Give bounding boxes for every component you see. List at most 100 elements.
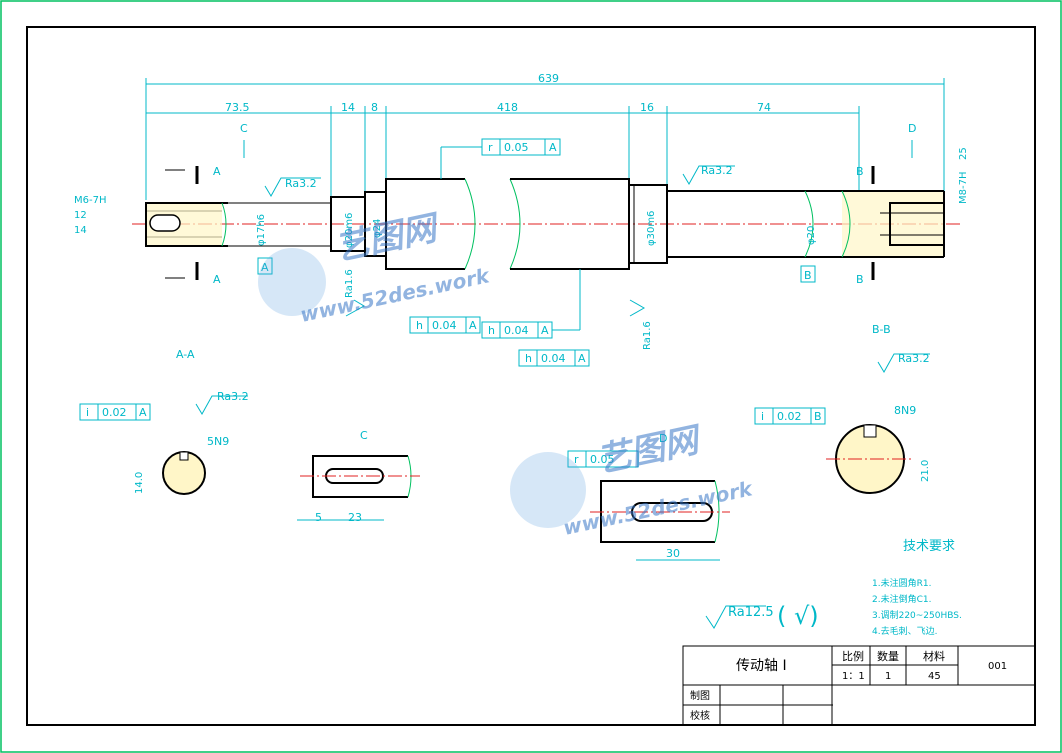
watermark-url-2: www.52des.work	[561, 476, 756, 540]
aa-tol-sym: i	[86, 406, 89, 419]
aa-tol-ref: A	[139, 406, 147, 419]
tb-header-material: 材料	[923, 649, 945, 663]
tech-item-2: 2.未注倒角C1.	[872, 593, 931, 605]
tech-item-3: 3.调制220~250HBS.	[872, 609, 962, 621]
thread-right-depth: 25	[958, 147, 969, 160]
tb-checked: 校核	[690, 709, 710, 722]
bb-tol-ref: B	[814, 410, 822, 423]
aa-tol-val: 0.02	[102, 406, 127, 419]
section-b-bottom: B	[856, 273, 864, 286]
thread-left-depth1: 12	[74, 210, 87, 221]
d-len: 30	[666, 547, 680, 560]
general-roughness: Ra12.5 ( √)	[705, 602, 819, 630]
rough-r1: Ra3.2	[285, 177, 317, 190]
rough-r3: Ra1.6	[344, 269, 355, 298]
dia-20-right: φ20	[806, 226, 817, 245]
datum-b: B	[804, 269, 812, 282]
dim-seg1: 73.5	[225, 101, 250, 114]
section-c-marker: C	[240, 122, 248, 135]
datum-a: A	[261, 261, 269, 274]
dia-24: φ24	[372, 219, 383, 238]
dim-seg6: 74	[757, 101, 771, 114]
bb-tol-val: 0.02	[777, 410, 802, 423]
drawing-frame	[26, 26, 1036, 726]
tb-qty: 1	[885, 671, 891, 682]
rough-r5: Ra3.2	[701, 164, 733, 177]
d-tol-sym: r	[574, 453, 579, 466]
section-a-bottom: A	[213, 273, 221, 286]
tech-item-1: 1.未注圆角R1.	[872, 577, 931, 589]
section-d-marker: D	[908, 122, 916, 135]
dia-30: φ30m6	[646, 211, 657, 246]
aa-dim: 14.0	[134, 472, 145, 494]
section-bb: B-B i 0.02 B Ra3.2 8N9 21.0	[754, 323, 931, 494]
tech-title: 技术要求	[903, 539, 955, 554]
watermark-1: 艺图网 www.52des.work	[258, 207, 493, 327]
d-tol-val: 0.05	[590, 453, 615, 466]
datum-markers: A B	[257, 257, 816, 283]
dim-seg3: 8	[371, 101, 378, 114]
c-offset: 5	[315, 511, 322, 524]
roughness-marks: Ra3.2 Ra3.2 Ra1.6 Ra1.6	[264, 164, 735, 350]
dim-seg5: 16	[640, 101, 654, 114]
tol-h2-ref: A	[541, 324, 549, 337]
bb-tol-sym: i	[761, 410, 764, 423]
aa-rough: Ra3.2	[217, 390, 249, 403]
main-shaft	[132, 178, 960, 270]
d-title: D	[659, 432, 667, 445]
section-b-top: B	[856, 165, 864, 178]
thread-left-depth2: 14	[74, 225, 87, 236]
tb-scale: 1：1	[842, 671, 865, 682]
tol-runout-sym: r	[488, 141, 493, 154]
aa-keyway: 5N9	[207, 435, 229, 448]
section-a-top: A	[213, 165, 221, 178]
tol-h2-sym: h	[488, 324, 495, 337]
bb-dim: 21.0	[920, 460, 931, 482]
tol-h1-ref: A	[469, 319, 477, 332]
tol-h3-ref: A	[578, 352, 586, 365]
bb-rough: Ra3.2	[898, 352, 930, 365]
technical-requirements: 技术要求 1.未注圆角R1. 2.未注倒角C1. 3.调制220~250HBS.…	[872, 539, 962, 637]
dia-20: φ20m6	[344, 213, 355, 248]
dim-overall: 639	[538, 72, 559, 85]
rough-r4: Ra1.6	[642, 321, 653, 350]
dia-17: φ17h6	[256, 214, 267, 246]
part-name: 传动轴 I	[736, 658, 787, 674]
title-block: 传动轴 I 比例 数量 材料 1：1 1 45 001 制图 校核	[682, 645, 1036, 726]
tol-runout-val: 0.05	[504, 141, 529, 154]
rough-general-sym: ( √)	[777, 602, 819, 630]
thread-left: M6-7H	[74, 195, 106, 206]
rough-general: Ra12.5	[728, 605, 774, 620]
diameter-labels: φ17h6 φ20m6 φ24 φ30m6 φ20 M6-7H 12 14 M8…	[74, 147, 969, 248]
dim-seg4: 418	[497, 101, 518, 114]
top-dimensions: 639 73.5 14 8 418 16 74	[145, 72, 945, 200]
dim-seg2: 14	[341, 101, 355, 114]
section-c: C 5 23	[297, 429, 420, 524]
aa-title: A-A	[176, 348, 195, 361]
tol-h2-val: 0.04	[504, 324, 529, 337]
c-title: C	[360, 429, 368, 442]
c-len: 23	[348, 511, 362, 524]
tolerance-frames: r 0.05 A h 0.04 A h 0.04 A h 0.04 A	[409, 138, 590, 367]
tb-material: 45	[928, 671, 941, 682]
section-d: D r 0.05 30	[567, 432, 730, 561]
tol-h3-val: 0.04	[541, 352, 566, 365]
tb-header-scale: 比例	[842, 649, 864, 663]
tb-header-qty: 数量	[877, 650, 899, 663]
tech-item-4: 4.去毛刺、飞边.	[872, 625, 937, 637]
tol-runout-ref: A	[549, 141, 557, 154]
tol-h1-val: 0.04	[432, 319, 457, 332]
tol-h1-sym: h	[416, 319, 423, 332]
tb-code: 001	[988, 661, 1007, 672]
watermark-cn-2: 艺图网	[594, 419, 707, 480]
bb-title: B-B	[872, 323, 891, 336]
bb-keyway: 8N9	[894, 404, 916, 417]
tb-drawn: 制图	[690, 689, 710, 702]
section-markers: A A B B C D	[165, 122, 916, 286]
tol-h3-sym: h	[525, 352, 532, 365]
section-aa: A-A i 0.02 A Ra3.2 5N9 14.0	[79, 348, 249, 495]
thread-right: M8-7H	[958, 172, 969, 204]
